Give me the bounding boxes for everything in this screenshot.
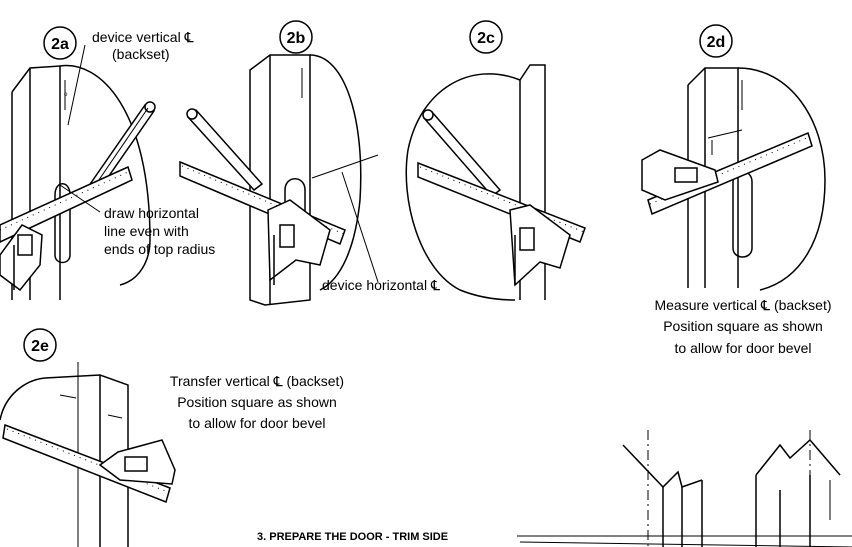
panel-2d: 2d Measure vertical ℄ (backset) Position… (641, 24, 832, 356)
hinge-dots-2a: ᵒ (64, 90, 68, 100)
ruler-2d (647, 131, 813, 216)
square-head-2d (641, 149, 719, 201)
pencil-2c (422, 109, 502, 198)
label-device-vertical: device vertical ℄ (92, 29, 194, 45)
step-badge-2c: 2c (469, 20, 503, 54)
leader-horizontal-2a (59, 184, 101, 213)
measure-arrows-2e (59, 394, 123, 419)
panel-2c: 2c (405, 20, 586, 301)
label-draw-line3: ends of top radius (104, 241, 215, 257)
section-leader-line-2 (519, 541, 852, 547)
step-badge-2e: 2e (23, 328, 57, 362)
step-badge-2b: 2b (279, 20, 313, 54)
leader-vertical-cl-2a (67, 44, 86, 126)
label-2e-line3: to allow for door bevel (189, 415, 326, 431)
label-2d-line2: Position square as shown (663, 318, 823, 334)
label-draw-line2: line even with (104, 223, 189, 239)
label-2e-line2: Position square as shown (177, 394, 337, 410)
svg-text:2a: 2a (51, 36, 69, 53)
svg-text:2d: 2d (707, 34, 726, 51)
square-head-2b (267, 199, 331, 285)
square-head-2c (509, 204, 571, 287)
svg-text:2b: 2b (287, 30, 306, 47)
section-heading: 3. PREPARE THE DOOR - TRIM SIDE (257, 531, 448, 543)
square-head-2a (0, 224, 43, 292)
label-backset: (backset) (112, 46, 170, 62)
panel-2e: 2e Transfer vertical ℄ (backset) Positio… (0, 328, 344, 547)
pencil-2b (186, 108, 264, 192)
label-device-horizontal: device horizontal ℄ (322, 277, 440, 293)
device-horizontal-line (311, 154, 379, 179)
measure-arrows-2d (707, 129, 743, 155)
section-3: 3. PREPARE THE DOOR - TRIM SIDE (257, 430, 852, 547)
leader-horizontal-2b (341, 171, 379, 283)
door-frame-sketch (622, 430, 841, 547)
square-head-2e (98, 439, 176, 485)
label-2d-line1: Measure vertical ℄ (backset) (654, 297, 831, 313)
step-badge-2d: 2d (699, 24, 733, 58)
svg-text:2c: 2c (477, 30, 495, 47)
label-2e-line1: Transfer vertical ℄ (backset) (170, 373, 344, 389)
step-badge-2a: 2a (43, 26, 77, 60)
panel-2a: 2a ᵒ (0, 26, 215, 300)
svg-text:2e: 2e (31, 338, 49, 355)
panel-2b: 2b device horizontal ℄ (179, 20, 440, 306)
ruler-2a (0, 165, 133, 243)
label-draw-line1: draw horizontal (104, 205, 199, 221)
label-2d-line3: to allow for door bevel (675, 340, 812, 356)
